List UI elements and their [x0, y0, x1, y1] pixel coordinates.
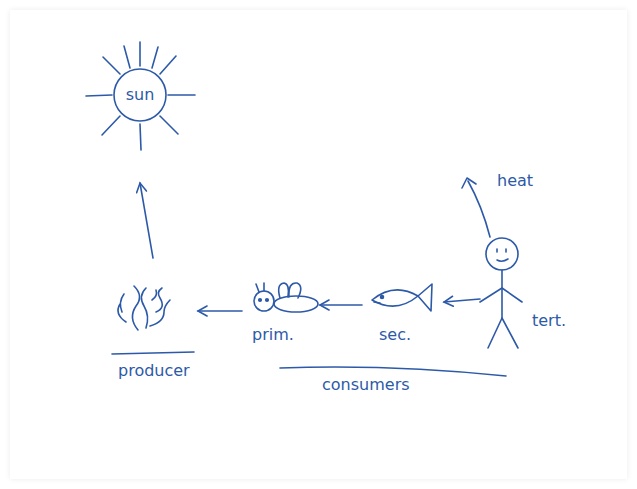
heat-arrow	[462, 178, 490, 237]
bee-drawing	[254, 283, 318, 312]
node-label: tert.	[532, 312, 566, 330]
node-label: sec.	[379, 326, 411, 344]
node-label: producer	[118, 362, 190, 380]
fish-drawing	[372, 284, 432, 311]
food-chain-arrow	[320, 304, 362, 306]
food-chain-arrow	[198, 310, 242, 312]
consumers-line	[280, 367, 506, 376]
plant-drawing	[112, 286, 194, 354]
food-chain-arrow	[140, 183, 153, 258]
node-label: sun	[126, 86, 155, 104]
sun-node: sun	[80, 35, 200, 155]
producer-node: producer	[108, 280, 198, 380]
sun-drawing	[86, 42, 195, 150]
tertiary-consumer-node: tert.	[476, 236, 576, 351]
food-chain-arrow	[444, 299, 480, 302]
paper-ground	[10, 10, 627, 479]
primary-consumer-node: prim.	[248, 285, 314, 347]
secondary-consumer-node: sec.	[368, 280, 438, 347]
person-drawing	[480, 238, 522, 348]
group-label: consumers	[322, 376, 410, 394]
heat-label: heat	[497, 172, 533, 190]
node-label: prim.	[252, 326, 294, 344]
